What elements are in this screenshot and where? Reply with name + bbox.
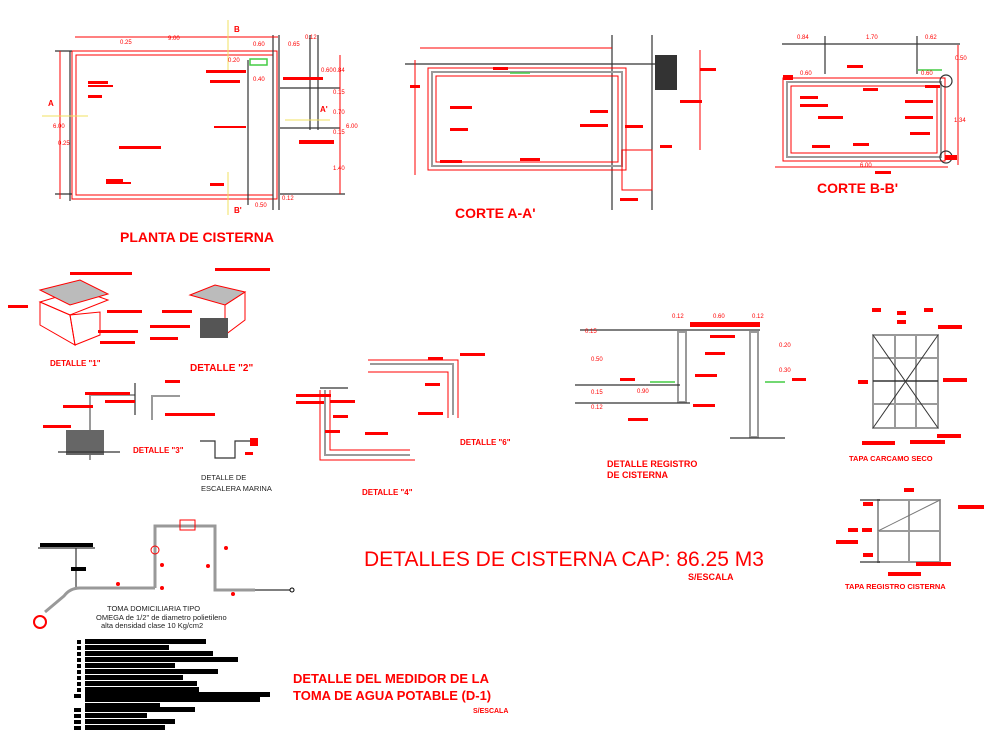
dim-label: 0.90 <box>637 389 649 395</box>
dim-label: 0.20 <box>779 343 791 349</box>
dim-label: 0.15 <box>585 329 597 335</box>
dim-label: 0.25 <box>58 141 70 147</box>
dim-label: 0.60 <box>321 68 333 74</box>
caption-line: OMEGA de 1/2" de diametro polietileno <box>96 613 227 622</box>
dim-label: 0.50 <box>591 357 603 363</box>
dim-label: 0.15 <box>591 390 603 396</box>
medidor-title: TOMA DE AGUA POTABLE (D-1) <box>293 688 491 703</box>
section-mark-a-prime: A' <box>320 105 328 114</box>
dim-label: 0.12 <box>282 196 294 202</box>
medidor-scale: S/ESCALA <box>473 708 508 715</box>
dim-label: 0.12 <box>305 35 317 41</box>
view-title: TAPA REGISTRO CISTERNA <box>845 582 946 591</box>
detalle-3: DETALLE "3" <box>43 380 215 460</box>
view-title: CORTE A-A' <box>455 205 536 221</box>
dim-label: 0.65 <box>288 42 300 48</box>
dim-label: 1.40 <box>333 166 345 172</box>
view-title: DETALLE "4" <box>362 488 413 497</box>
tapa-registro-cisterna: TAPA REGISTRO CISTERNA <box>836 488 984 591</box>
dim-label: 0.25 <box>120 40 132 46</box>
dim-label: 0.84 <box>797 35 809 41</box>
caption-line: DETALLE DE <box>201 473 246 482</box>
section-mark-a: A <box>48 99 54 108</box>
dim-label: 0.60 <box>921 71 933 77</box>
view-title: CORTE B-B' <box>817 180 898 196</box>
dim-label: 0.60 <box>800 71 812 77</box>
dim-label: 6.00 <box>860 163 872 169</box>
caption-line: TOMA DOMICILIARIA TIPO <box>107 604 200 613</box>
planta-de-cisterna: 9.00 0.25 0.60 0.65 0.12 0.20 0.40 0.60 … <box>42 20 358 245</box>
dim-label: 0.50 <box>255 203 267 209</box>
detalle-2: DETALLE "2" <box>150 268 270 374</box>
dim-label: 0.50 <box>955 56 967 62</box>
view-title: PLANTA DE CISTERNA <box>120 229 274 245</box>
dim-label: 6.00 <box>346 124 358 130</box>
caption-line: alta densidad clase 10 Kg/cm2 <box>101 621 203 630</box>
view-title: DETALLE "2" <box>190 363 253 374</box>
caption-line: ESCALERA MARINA <box>201 484 272 493</box>
section-mark-b: B <box>234 25 240 34</box>
dim-label: 0.15 <box>333 130 345 136</box>
corte-aa: CORTE A-A' <box>405 35 716 221</box>
dim-label: 6.00 <box>53 124 65 130</box>
detalle-4: DETALLE "4" <box>296 387 415 497</box>
detalle-escalera-marina: DETALLE DE ESCALERA MARINA <box>200 438 272 493</box>
view-title: DETALLE "1" <box>50 359 101 368</box>
dim-label: 0.40 <box>253 77 265 83</box>
dim-label: 1.34 <box>954 118 966 124</box>
dim-label: 1.70 <box>866 35 878 41</box>
dim-label: 0.60 <box>713 314 725 320</box>
dim-label: 0.60 <box>253 42 265 48</box>
drawing-scale: S/ESCALA <box>688 572 734 582</box>
dim-label: 0.70 <box>333 110 345 116</box>
dim-label: 0.12 <box>672 314 684 320</box>
dim-label: 0.30 <box>779 368 791 374</box>
dim-label: 0.15 <box>333 90 345 96</box>
dim-label: 0.84 <box>333 68 345 74</box>
detalle-registro: 0.12 0.60 0.12 0.15 0.50 0.15 0.90 0.12 … <box>575 314 806 480</box>
view-title: DE CISTERNA <box>607 470 669 480</box>
view-title: DETALLE REGISTRO <box>607 459 697 469</box>
view-title: DETALLE "6" <box>460 438 511 447</box>
dim-label: 0.12 <box>752 314 764 320</box>
view-title: TAPA CARCAMO SECO <box>849 454 933 463</box>
section-mark-b-prime: B' <box>234 206 242 215</box>
dim-label: 0.62 <box>925 35 937 41</box>
dim-label: 9.00 <box>168 36 180 42</box>
detalle-1: DETALLE "1" <box>8 272 142 368</box>
toma-domiciliaria: TOMA DOMICILIARIA TIPO OMEGA de 1/2" de … <box>33 519 295 630</box>
dim-label: 0.12 <box>591 405 603 411</box>
corte-bb: 0.84 1.70 0.62 0.60 0.60 0.50 1.34 6.00 … <box>775 35 967 196</box>
medidor-title: DETALLE DEL MEDIDOR DE LA <box>293 671 490 686</box>
detalle-6: DETALLE "6" <box>368 353 511 447</box>
drawing-main-title: DETALLES DE CISTERNA CAP: 86.25 M3 <box>364 548 764 571</box>
medidor-legend <box>74 639 270 730</box>
dim-label: 0.20 <box>228 58 240 64</box>
view-title: DETALLE "3" <box>133 446 184 455</box>
tapa-carcamo-seco: TAPA CARCAMO SECO <box>849 308 967 463</box>
